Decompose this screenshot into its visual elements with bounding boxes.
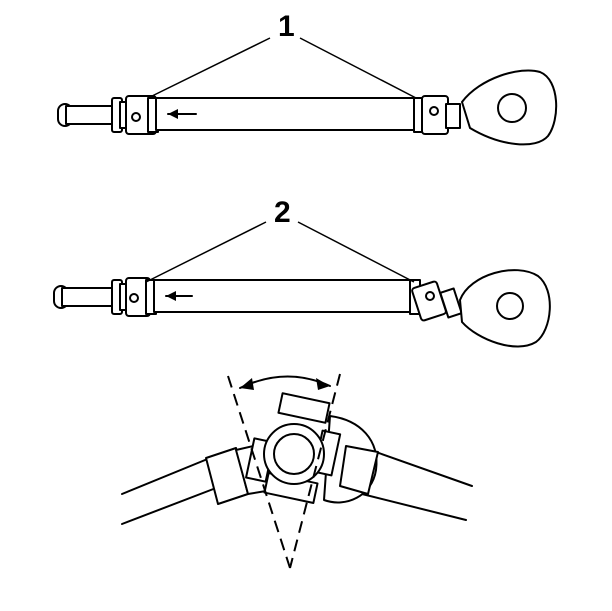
callout-label-1: 1 xyxy=(278,10,295,43)
direction-arrow-top xyxy=(167,109,197,119)
shaft-tube-middle xyxy=(153,279,413,313)
angle-line-left xyxy=(227,375,291,569)
leader-line-1a xyxy=(147,37,271,99)
detail-shaft-left-top-edge xyxy=(121,457,211,495)
universal-joint-rear-top xyxy=(413,95,461,135)
slip-yoke-middle xyxy=(53,279,129,315)
angle-arrowhead-right xyxy=(316,378,330,390)
callout-1: 1 xyxy=(147,10,417,99)
driveshaft-middle xyxy=(53,269,551,348)
detail-shaft-right-top-edge xyxy=(375,451,473,487)
leader-line-2a xyxy=(145,221,267,283)
pinion-flange-top xyxy=(461,69,558,146)
detail-shaft-right-bottom-edge xyxy=(361,493,467,521)
slip-yoke-top xyxy=(57,97,129,133)
leader-line-1b xyxy=(299,37,417,99)
universal-joint-front-middle xyxy=(125,277,157,317)
detail-collar-right xyxy=(339,445,379,495)
universal-joint-rear-middle xyxy=(409,279,463,322)
angle-arc xyxy=(239,375,331,389)
angle-arrowhead-left xyxy=(240,378,254,390)
detail-bearing-cap-top xyxy=(277,392,331,424)
universal-joint-front-top xyxy=(125,95,159,135)
direction-arrow-middle xyxy=(165,291,193,301)
detail-shaft-left-bottom-edge xyxy=(121,487,217,525)
pinion-flange-middle xyxy=(459,269,551,348)
shaft-tube-top xyxy=(155,97,417,131)
leader-line-2b xyxy=(297,221,415,283)
callout-2: 2 xyxy=(145,196,415,283)
angle-line-right xyxy=(289,373,341,569)
callout-label-2: 2 xyxy=(274,196,291,229)
detail-cross-inner xyxy=(273,433,315,475)
driveshaft-top xyxy=(57,69,558,146)
universal-joint-detail xyxy=(121,373,473,569)
